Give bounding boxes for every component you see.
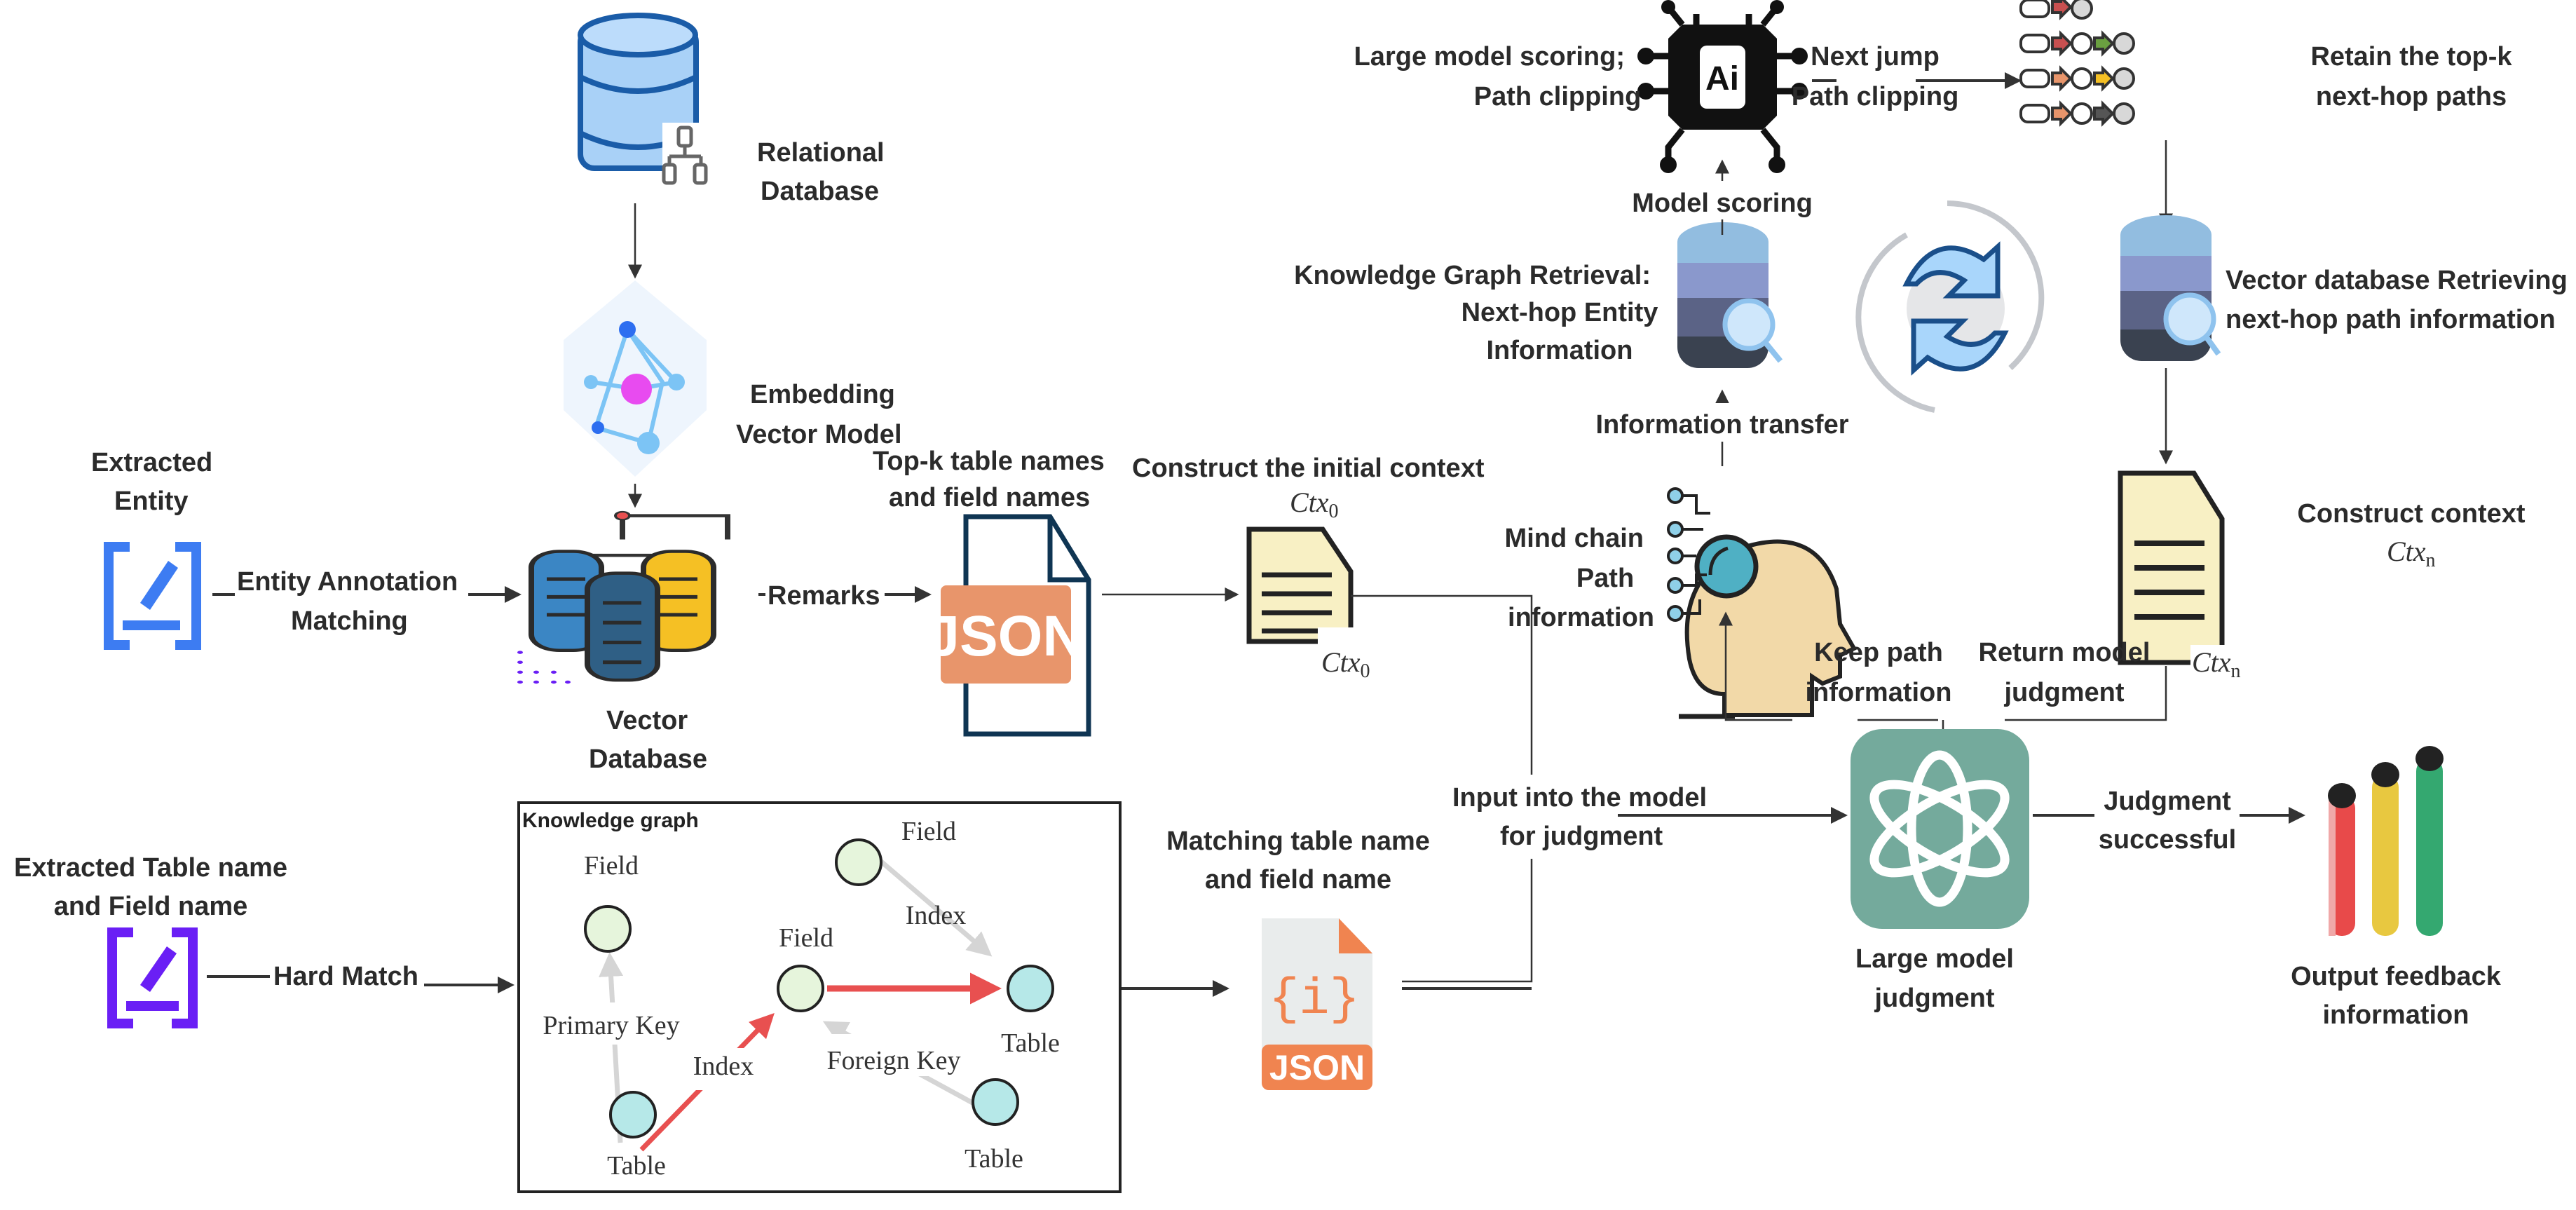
vector-retrieving-label: next-hop path information [2226, 305, 2556, 334]
large-model-judgment-label: Large model [1855, 944, 2014, 974]
svg-text:Ai: Ai [1705, 60, 1739, 97]
embedding-label: Embedding [750, 380, 895, 409]
large-model-scoring-label: Large model scoring; [1354, 42, 1625, 72]
information-transfer-label: Information transfer [1595, 410, 1848, 440]
input-model-label: for judgment [1500, 822, 1663, 851]
hard-match-label: Hard Match [273, 962, 418, 991]
mind-head-icon [1667, 487, 1858, 719]
kg-retrieval-label: Next-hop Entity [1461, 298, 1658, 327]
keep-path-label: information [1806, 678, 1952, 707]
kg-edge-label: Primary Key [543, 1011, 679, 1040]
svg-text:{i}: {i} [1269, 971, 1360, 1028]
kg-node-label: Field [901, 817, 956, 846]
vector-retrieving-label: Vector database Retrieving [2226, 266, 2568, 295]
kg-node-label: Field [584, 851, 639, 881]
entity-annotation-label: Matching [291, 606, 408, 636]
kg-node-label: Field [779, 923, 833, 953]
construct-initial-label: Construct the initial context [1132, 454, 1485, 483]
topk-label: and field names [889, 483, 1090, 512]
next-jump-label: Path clipping [1792, 82, 1959, 111]
extracted-entity-label: Extracted [91, 448, 212, 477]
kg-title: Knowledge graph [522, 809, 699, 832]
relational-db-label: Relational [757, 138, 885, 168]
arrow [1719, 611, 1792, 721]
retain-topk-label: next-hop paths [2316, 82, 2507, 111]
entity-annotation-label: Entity Annotation [237, 567, 458, 597]
extracted-table-label: Extracted Table name [14, 853, 287, 883]
relational-db-label: Database [761, 177, 879, 206]
edit-icon [104, 542, 201, 650]
json-file-icon: {i} JSON [1262, 918, 1372, 1090]
vector-db-label: Vector [606, 706, 688, 735]
ctx0-doc-label: Ctx0 [1321, 646, 1370, 682]
refresh-icon [1855, 200, 2045, 413]
bar-chart-icon [2328, 746, 2444, 936]
kg-node-field [777, 965, 824, 1012]
kg-edge-label: Foreign Key [826, 1046, 960, 1075]
json-file-icon: JSON [927, 514, 1091, 737]
ctxn-doc-label: Ctxn [2192, 646, 2241, 682]
kg-node-label: Table [1001, 1028, 1060, 1058]
extracted-table-label: and Field name [54, 892, 248, 921]
kg-node-table [1007, 965, 1054, 1012]
document-icon [2118, 470, 2233, 673]
kg-node-label: Table [965, 1144, 1023, 1174]
judgment-successful-label: Judgment [2104, 787, 2231, 816]
kg-node-field [584, 905, 632, 953]
mind-chain-label: information [1508, 603, 1654, 632]
topk-label: Top-k table names [873, 447, 1105, 476]
edge-index-top [864, 846, 993, 957]
kg-node-table [972, 1078, 1019, 1126]
judgment-successful-label: successful [2099, 825, 2236, 855]
paths-icon [2019, 0, 2135, 127]
matching-table-label: and field name [1205, 865, 1391, 895]
retain-topk-label: Retain the top-k [2310, 42, 2512, 72]
kg-retrieval-label: Knowledge Graph Retrieval: [1294, 261, 1651, 290]
output-feedback-label: information [2323, 1000, 2469, 1030]
remarks-label: Remarks [768, 581, 880, 611]
ctxn-label: Ctxn [2387, 536, 2436, 571]
vector-db-label: Database [589, 745, 707, 774]
knowledge-graph-box: Knowledge graph Field Field Field Table … [517, 801, 1122, 1193]
kg-node-table [609, 1091, 657, 1138]
vector-database-icon [1677, 222, 1783, 368]
return-model-label: judgment [2004, 678, 2125, 707]
kg-node-label: Table [607, 1151, 666, 1181]
large-model-scoring-label: Path clipping [1474, 82, 1642, 111]
json-badge: JSON [927, 604, 1084, 668]
kg-node-field [835, 838, 882, 886]
output-feedback-label: Output feedback [2291, 962, 2502, 991]
embedding-hexagon-icon [564, 280, 707, 477]
embedding-label: Vector Model [736, 420, 902, 449]
kg-retrieval-label: Information [1487, 336, 1633, 365]
large-model-judgment-label: judgment [1874, 984, 1995, 1013]
json-badge: JSON [1269, 1048, 1365, 1087]
document-icon [1246, 526, 1360, 648]
construct-context-label: Construct context [2297, 499, 2525, 529]
next-jump-label: Next jump [1811, 42, 1940, 72]
vector-database-icon [517, 510, 730, 684]
edit-icon [107, 927, 198, 1028]
ai-chip-icon: Ai [1637, 0, 1808, 173]
kg-edge-label: Index [693, 1052, 754, 1081]
vector-database-icon [2120, 215, 2221, 361]
database-icon [578, 13, 708, 193]
return-model-label: Return model [1979, 638, 2151, 667]
openai-icon [1851, 729, 2029, 929]
input-model-label: Input into the model [1452, 783, 1707, 813]
extracted-entity-label: Entity [114, 487, 189, 516]
mind-chain-label: Mind chain [1505, 524, 1644, 553]
matching-table-label: Matching table name [1166, 827, 1430, 856]
ctx0-label: Ctx0 [1290, 487, 1339, 522]
keep-path-label: Keep path [1814, 638, 1943, 667]
connector [2005, 666, 2167, 721]
mind-chain-label: Path [1576, 564, 1634, 593]
kg-edge-label: Index [906, 901, 967, 930]
model-scoring-label: Model scoring [1632, 189, 1813, 218]
